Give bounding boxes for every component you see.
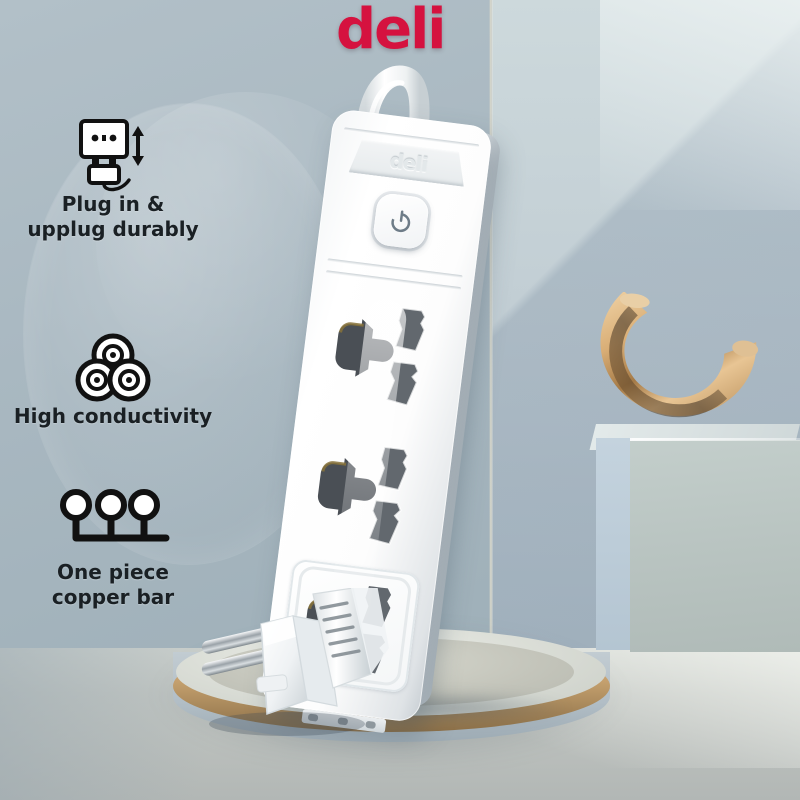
power-icon [391,210,411,233]
feature-label: One piece copper bar [51,560,175,609]
three-wire-strands-icon [8,330,218,404]
universal-socket-1[interactable] [313,287,455,422]
wall-seam-divider [489,0,493,648]
gold-arc-prop [596,291,768,442]
feature-item-plug-durability: Plug in & upplug durably [8,118,218,242]
cube-pedestal-edge [630,438,800,441]
cube-pedestal-front-face [630,440,800,652]
power-strip-product: deli [259,65,558,748]
feature-label: Plug in & upplug durably [27,192,199,241]
universal-socket-2[interactable] [296,425,438,560]
copper-bar-icon [8,486,218,560]
embossed-brand-logo: deli [349,139,468,187]
wall-highlight [600,0,800,210]
plug-and-socket-icon [8,118,218,192]
power-button[interactable] [371,192,431,251]
cube-pedestal-left-face [596,438,632,650]
feature-label: High conductivity [13,404,213,428]
feature-item-copper-bar: One piece copper bar [8,486,218,610]
brand-logo: deli [336,0,446,62]
eu-plug-icon [175,574,405,738]
feature-item-high-conductivity: High conductivity [8,330,218,429]
